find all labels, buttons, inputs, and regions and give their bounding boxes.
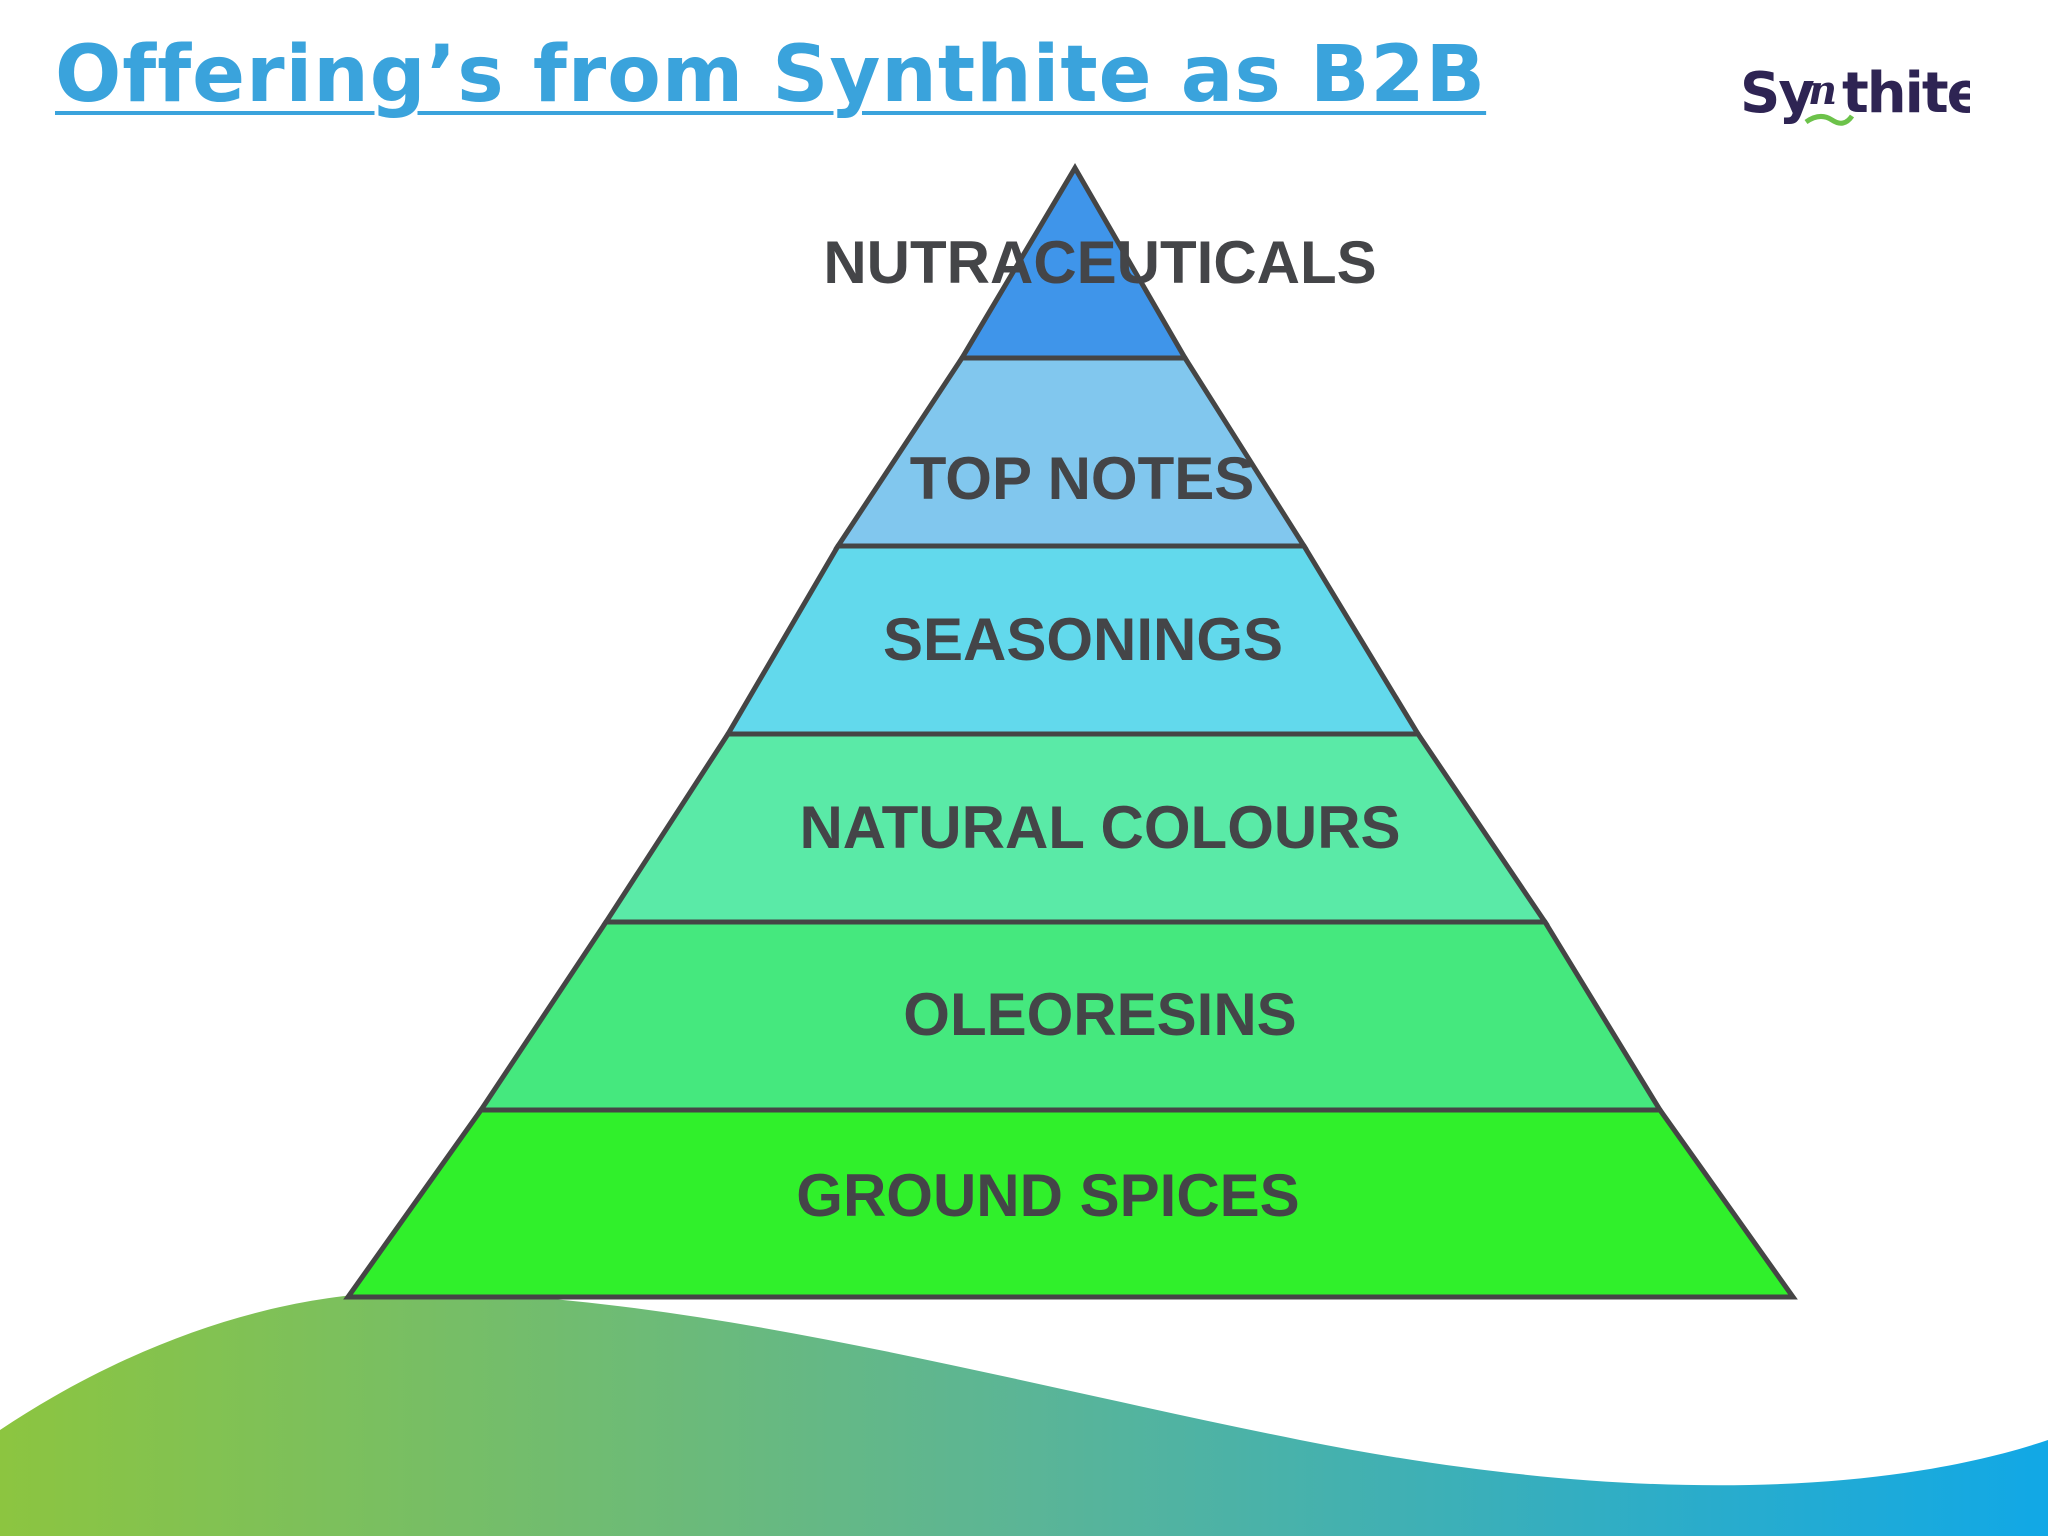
tier-top-notes-label: TOP NOTES: [910, 445, 1255, 512]
tier-seasonings: SEASONINGS: [723, 543, 1423, 737]
svg-text:Sy: Sy: [1740, 61, 1814, 126]
tier-nutraceuticals-label: NUTRACEUTICALS: [823, 229, 1376, 296]
svg-text:thite: thite: [1842, 61, 1970, 126]
tier-oleoresins: OLEORESINS: [476, 919, 1665, 1113]
svg-text:n: n: [1808, 67, 1837, 114]
slide-title: Offering’s from Synthite as B2B: [55, 30, 1487, 120]
synthite-logo: Sy n thite: [1740, 61, 1970, 126]
tier-natural-colours-label: NATURAL COLOURS: [799, 794, 1400, 861]
logo-swirl-icon: [1804, 114, 1855, 126]
tier-ground-spices-label: GROUND SPICES: [796, 1162, 1299, 1229]
tier-natural-colours: NATURAL COLOURS: [601, 731, 1550, 925]
tier-nutraceuticals-shape: [957, 163, 1190, 361]
tier-nutraceuticals: NUTRACEUTICALS: [823, 163, 1377, 361]
tier-top-notes: TOP NOTES: [833, 355, 1309, 549]
tier-ground-spices: GROUND SPICES: [343, 1107, 1798, 1300]
tier-seasonings-label: SEASONINGS: [883, 606, 1283, 673]
tier-oleoresins-label: OLEORESINS: [903, 981, 1296, 1048]
